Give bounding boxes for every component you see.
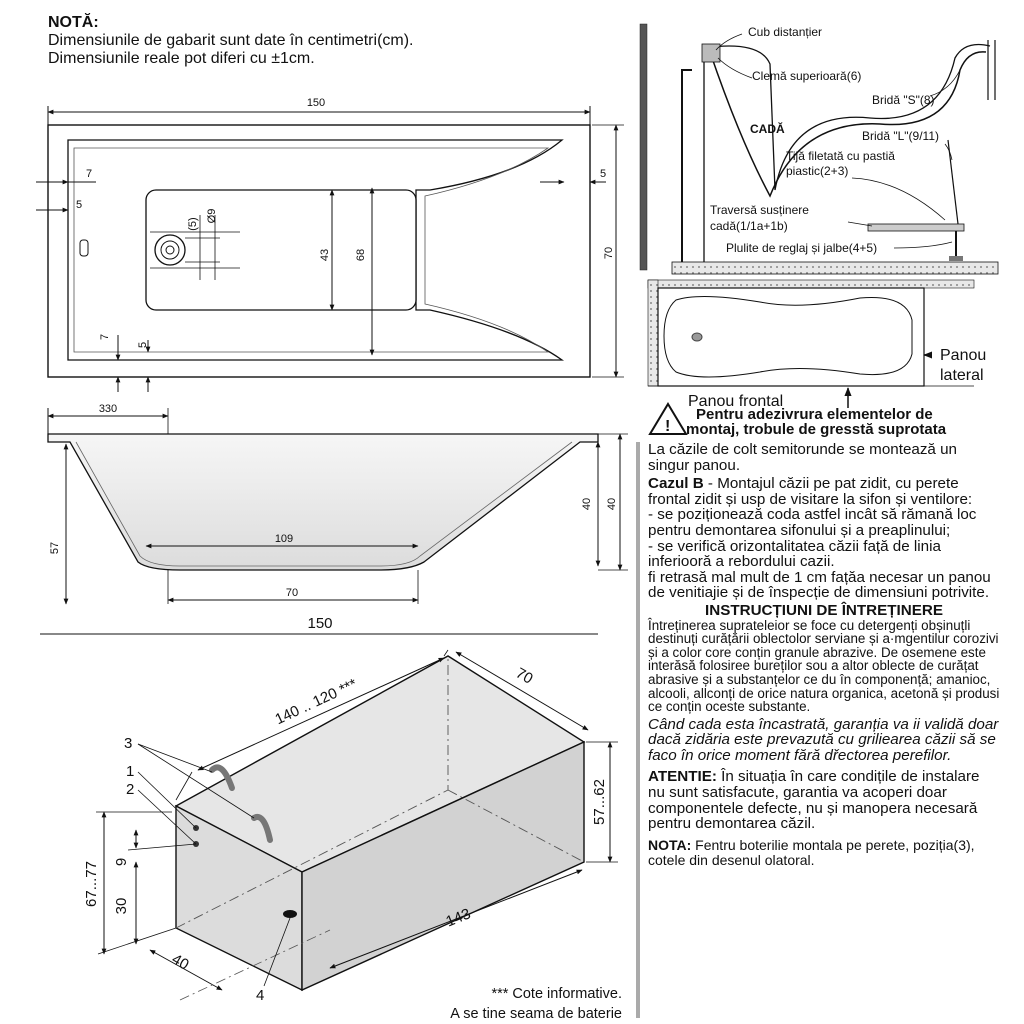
iso-dim-9: 9: [113, 858, 130, 866]
side-view: 330 57 40 40 109 70 150: [40, 403, 628, 635]
warranty-text: Când cada esta încastrată, garanția va i…: [648, 715, 999, 764]
overflow-icon: [79, 239, 89, 257]
dim-bottom-rim: 7: [99, 334, 111, 340]
iso-dim-total-height: 67...77: [83, 861, 100, 907]
retracted-note: fi retrasă mal mult de 1 cm fațăa necesa…: [648, 568, 991, 602]
atentie-label: ATENTIE:: [648, 768, 717, 786]
note-line-2: Dimensiunile reale pot diferi cu ±1cm.: [48, 50, 315, 67]
top-view: 150 (5) Ø9 43 68 70 7: [36, 97, 624, 392]
iso-dim-40: 40: [169, 951, 192, 974]
dim-total-length: 150: [307, 615, 332, 632]
iso-dim-width: 70: [513, 665, 536, 688]
label-threaded-rod-2: piastic(2+3): [786, 164, 848, 178]
dim-drain-length: 70: [286, 587, 298, 599]
note-line-1: Dimensiunile de gabarit sunt date în cen…: [48, 32, 414, 49]
note-block: NOTĂ: Dimensiunile de gabarit sunt date …: [48, 14, 414, 68]
dim-inner-width: 68: [355, 249, 367, 261]
label-front-panel: Panou frontal: [688, 393, 783, 410]
dim-left-rim: 7: [86, 168, 92, 180]
dim-length: 150: [307, 97, 325, 109]
bullet-1: - se poziționează coda astfel incât să r…: [648, 506, 977, 539]
label-l-bracket: Bridă "L"(9/11): [862, 129, 939, 143]
iso-dim-height: 57...62: [591, 779, 608, 825]
callout-4: 4: [256, 987, 264, 1004]
label-tub: CADĂ: [750, 121, 785, 136]
footnote: *** Cote informative. A se tine seama de…: [404, 984, 622, 1024]
callout-2: 2: [126, 781, 134, 798]
maintenance-title: INSTRUCȚIUNI DE ÎNTREȚINERE: [705, 601, 943, 619]
dim-bottom-rim-inner: 5: [137, 342, 149, 348]
case-b-label: Cazul B: [648, 475, 704, 493]
support-beam: [867, 223, 965, 232]
floor-hatch: [671, 261, 999, 275]
dim-top-offset: 330: [99, 403, 117, 415]
dim-floor-length: 109: [275, 533, 293, 545]
atentie-paragraph: ATENTIE: În situația în care condițile d…: [648, 769, 1000, 831]
dim-side-height: 57: [49, 542, 61, 554]
corner-tub-note: La căzile de colt semitorunde se monteaz…: [648, 441, 957, 474]
installation-detail: Cub distanțier Clemă superioară(6) Bridă…: [639, 23, 999, 275]
label-spacer: Cub distanțier: [748, 25, 822, 39]
right-text-column: La căzile de colt semitorunde se monteaz…: [648, 442, 1000, 868]
drain-dim-b: Ø9: [206, 209, 218, 224]
dim-right-rim: 5: [600, 168, 606, 180]
label-s-bracket: Bridă "S"(8): [872, 93, 935, 107]
label-side-panel: Panou: [940, 347, 986, 364]
case-b-paragraph: Cazul B - Montajul căzii pe pat zidit, c…: [648, 476, 1000, 507]
dim-armrest: 43: [319, 249, 331, 261]
footnote-line-2: A se tine seama de baterie: [450, 1006, 622, 1022]
label-feet: Plulite de reglaj și jalbe(4+5): [726, 241, 877, 255]
label-support-beam-2: cadă(1/1a+1b): [710, 219, 788, 233]
dim-width: 70: [603, 247, 615, 259]
tub-floor: [145, 189, 417, 311]
dim-left-rim-inner: 5: [76, 199, 82, 211]
iso-view: 140 .. 120 *** 70 57...62 67...77 9 30 4…: [83, 649, 618, 1004]
iso-dim-30: 30: [113, 898, 130, 915]
panel-plan: Panou lateral Panou frontal: [647, 279, 986, 410]
nota-paragraph: NOTA: Fentru boterilie montala pe perete…: [648, 836, 1000, 868]
callout-3: 3: [124, 735, 132, 752]
tub-profile: [47, 433, 599, 571]
maintenance-text: Întreținerea suprateleior se foce cu det…: [648, 617, 1000, 715]
drain-dim-a: (5): [187, 217, 199, 230]
warning-icon: !: [648, 402, 688, 435]
note-title: NOTĂ:: [48, 14, 99, 31]
label-threaded-rod: Tijă filetată cu pastiă: [786, 149, 895, 163]
spacer-block: [701, 43, 721, 63]
drain-hole-icon: [283, 910, 297, 918]
nota-text: Fentru boterilie montala pe perete, pozi…: [648, 836, 975, 868]
dim-inner-depth: 40: [581, 498, 593, 510]
nota-label: NOTA:: [648, 836, 692, 853]
callout-1: 1: [126, 763, 134, 780]
label-top-clamp: Clemă superioară(6): [752, 69, 861, 83]
bullet-2: - se verifică orizontalitatea căzii față…: [648, 537, 941, 571]
label-side-panel-2: lateral: [940, 367, 984, 384]
footnote-line-1: *** Cote informative.: [491, 986, 622, 1002]
atentie-text: În situația în care condițile de instala…: [648, 768, 980, 833]
svg-text:!: !: [665, 418, 670, 435]
divider: [636, 442, 640, 1018]
label-support-beam: Traversă susținere: [710, 203, 809, 217]
dim-outer-depth: 40: [606, 498, 618, 510]
case-b-text: - Montajul căzii pe pat zidit, cu perete…: [648, 475, 973, 508]
